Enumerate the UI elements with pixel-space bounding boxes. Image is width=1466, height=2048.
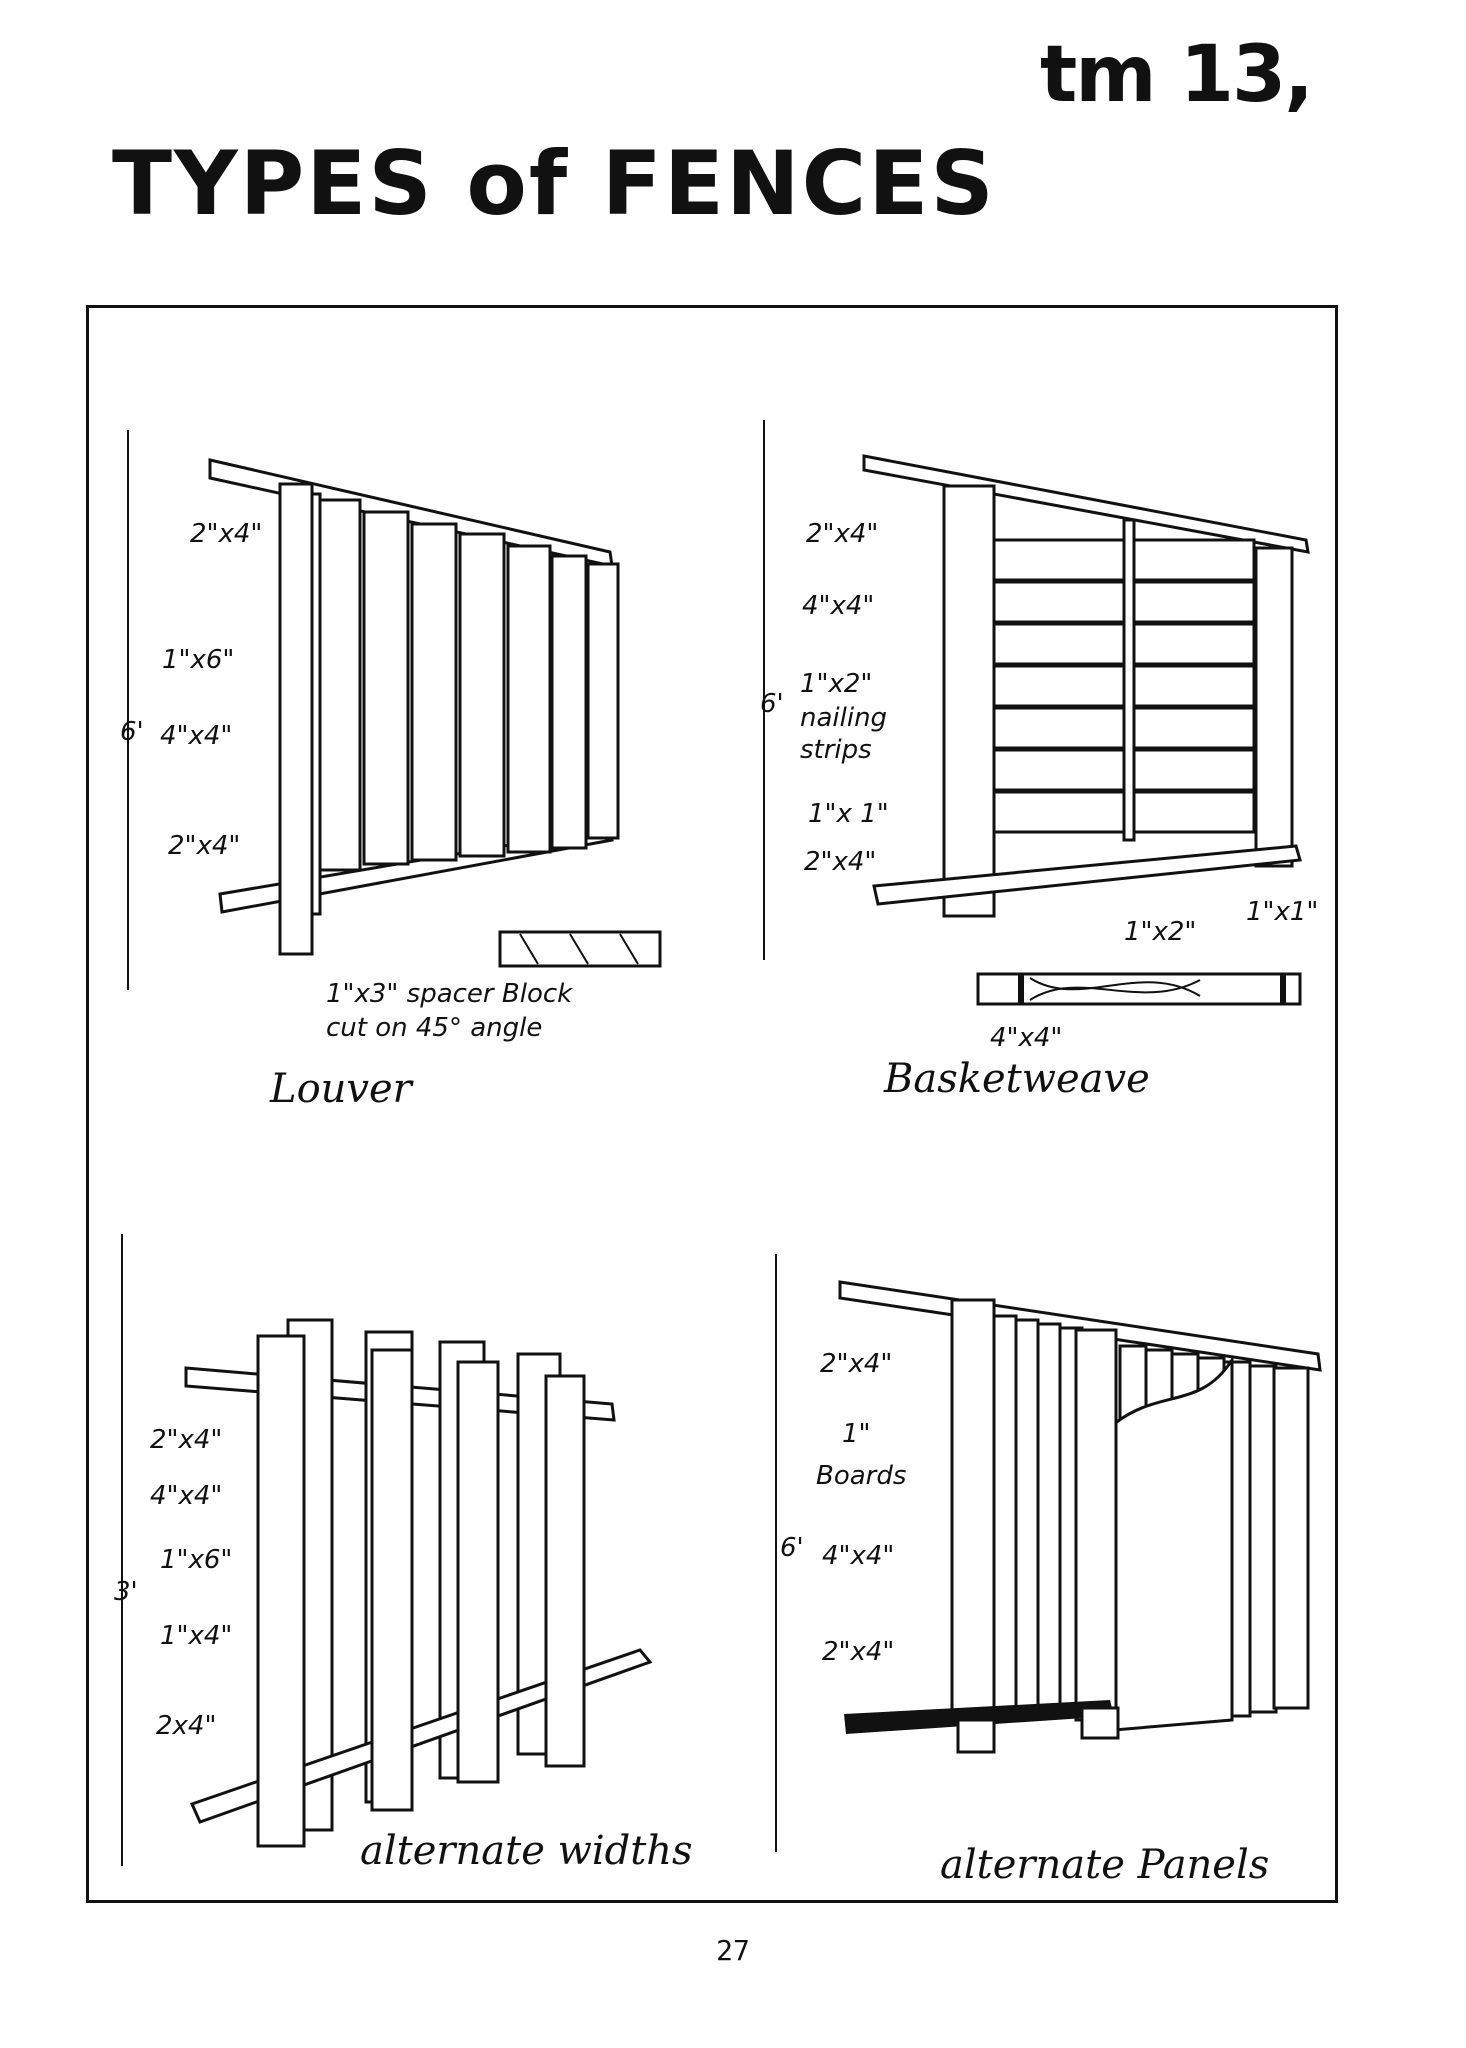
- alternate-panels-fence-drawing: 2"x4" 1" Boards 6' 4"x4" 2"x4" alternate…: [775, 1254, 1322, 1888]
- alternate-panels-label-0: 2"x4": [820, 1349, 892, 1379]
- basketweave-height-label: 6': [760, 689, 784, 719]
- alternate-panels-label-2: Boards: [816, 1461, 906, 1491]
- basketweave-fence-drawing: 2"x4" 4"x4" 6' 1"x2" nailing strips 1"x …: [760, 420, 1318, 1102]
- louver-label-top-rail: 2"x4": [190, 519, 262, 549]
- basketweave-label-1: 4"x4": [802, 591, 874, 621]
- louver-note-line1: 1"x3" spacer Block: [326, 979, 573, 1009]
- louver-post: [278, 482, 314, 956]
- louver-caption: Louver: [269, 1066, 415, 1112]
- basketweave-label-3: nailing: [800, 703, 887, 733]
- basketweave-label-0: 2"x4": [806, 519, 878, 549]
- alternate-widths-label-4: 2x4": [156, 1711, 216, 1741]
- alternate-panels-label-1: 1": [842, 1419, 871, 1449]
- page-title: TYPES of FENCES: [112, 132, 996, 235]
- basketweave-detail-label-2: 4"x4": [990, 1023, 1062, 1053]
- alternate-widths-label-0: 2"x4": [150, 1425, 222, 1455]
- basketweave-detail-label-0: 1"x2": [1124, 917, 1196, 947]
- alternate-widths-label-2: 1"x6": [160, 1545, 232, 1575]
- basketweave-detail-label-1: 1"x1": [1246, 897, 1318, 927]
- alternate-widths-label-3: 1"x4": [160, 1621, 232, 1651]
- basketweave-label-4: strips: [800, 735, 872, 765]
- illustration-frame: [86, 305, 1338, 1903]
- louver-height-label: 6': [120, 717, 144, 747]
- alternate-panels-post-left: [950, 1298, 996, 1722]
- basketweave-caption: Basketweave: [883, 1056, 1150, 1102]
- alternate-widths-label-1: 4"x4": [150, 1481, 222, 1511]
- louver-fence-drawing: 2"x4" 1"x6" 6' 4"x4" 2"x4" 1"x3" spacer …: [120, 430, 662, 1112]
- alternate-panels-height-label: 6': [780, 1533, 804, 1563]
- louver-boards: [316, 498, 620, 872]
- alternate-widths-height-label: 3': [114, 1577, 138, 1607]
- alternate-widths-front-boards: [256, 1334, 586, 1848]
- basketweave-post-left: [942, 484, 996, 918]
- louver-label-boards: 1"x6": [162, 645, 234, 675]
- basketweave-plan-detail: [976, 972, 1302, 1006]
- page-number: 27: [716, 1934, 750, 1967]
- page-tag: tm 13,: [1040, 30, 1314, 120]
- louver-label-post: 4"x4": [160, 721, 232, 751]
- louver-label-bottom-rail: 2"x4": [168, 831, 240, 861]
- basketweave-label-5: 1"x 1": [808, 799, 889, 829]
- alternate-panels-post-middle: [1074, 1328, 1118, 1722]
- basketweave-label-6: 2"x4": [804, 847, 876, 877]
- alternate-panels-label-4: 2"x4": [822, 1637, 894, 1667]
- alternate-widths-caption: alternate widths: [360, 1828, 693, 1874]
- alternate-panels-caption: alternate Panels: [940, 1842, 1269, 1888]
- louver-note-line2: cut on 45° angle: [326, 1013, 542, 1043]
- alternate-widths-fence-drawing: 2"x4" 4"x4" 3' 1"x6" 1"x4" 2x4" alternat…: [114, 1234, 693, 1874]
- basketweave-label-2: 1"x2": [800, 669, 872, 699]
- alternate-panels-post-right: [1272, 1366, 1310, 1710]
- basketweave-post-right: [1254, 546, 1294, 868]
- alternate-panels-label-3: 4"x4": [822, 1541, 894, 1571]
